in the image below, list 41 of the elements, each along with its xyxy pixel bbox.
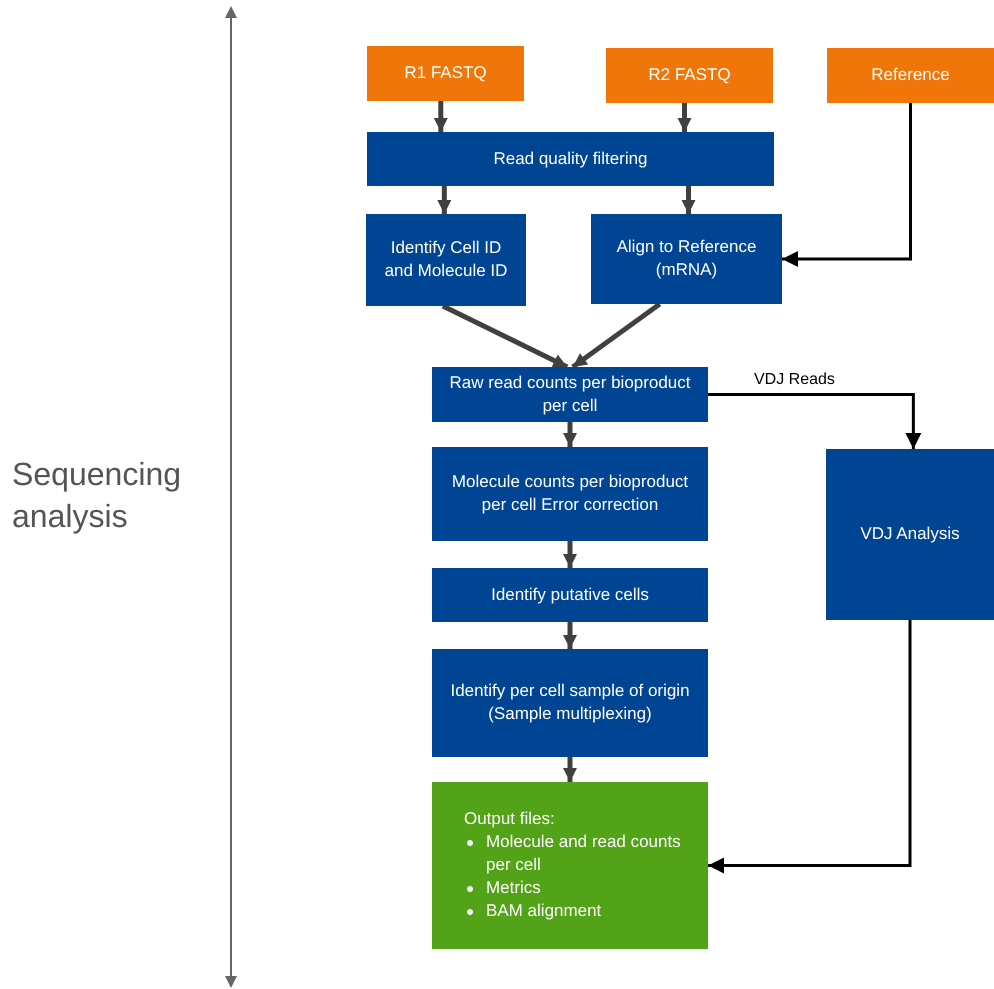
arrow [563,757,577,782]
process-box [432,649,708,757]
process-box [366,214,526,306]
arrow [571,302,662,370]
box-label: Reference [871,64,950,86]
process-box [432,447,708,541]
list-item: Metrics [486,876,541,900]
arrow [708,393,922,449]
box-label: Identify Cell ID and Molecule ID [384,237,508,282]
process-box [591,214,782,304]
input-box [827,48,994,103]
list-item: BAM alignment [486,900,602,923]
output-box [432,782,708,949]
box-label: Align to Reference (mRNA) [616,236,758,281]
box-label: R2 FASTQ [648,64,731,86]
arrow [563,541,577,568]
arrow [437,186,452,214]
box-label: Molecule counts per bioproduct per cell Error correction [450,471,690,516]
arrow [782,103,912,267]
arrow [442,304,568,370]
box-label: Raw read counts per bioproduct per cell [448,372,692,416]
process-box [367,132,774,186]
process-box [432,367,708,422]
box-label: R1 FASTQ [404,62,487,84]
input-box [367,46,524,101]
list-item: Molecule and read counts per cell [486,831,694,877]
axis-title: Sequencing analysis [12,455,182,536]
arrow [434,101,448,132]
arrow [682,186,696,214]
box-label: Read quality filtering [493,148,648,170]
input-box [606,48,773,103]
process-box [826,449,994,620]
box-heading: Output files: [464,808,555,830]
process-box [432,568,708,622]
box-label: Identify per cell sample of origin (Sample multiplexing) [449,680,691,725]
arrow [563,422,577,447]
arrow [708,620,912,874]
arrow [563,622,577,649]
box-label: Identify putative cells [491,584,649,606]
arrow [678,103,692,132]
box-label: VDJ Analysis [860,523,960,546]
